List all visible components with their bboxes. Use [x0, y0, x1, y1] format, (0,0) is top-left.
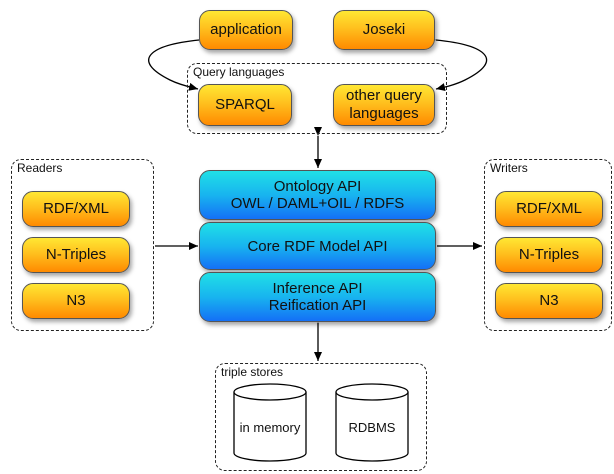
reader-ntriples-label: N-Triples [45, 246, 107, 263]
triple-stores-label: triple stores [221, 365, 284, 379]
application-query-arrow [148, 35, 209, 91]
rdbms-cylinder [335, 383, 409, 462]
writer-n3-label: N3 [539, 292, 559, 309]
in-memory-cylinder [233, 383, 307, 462]
inference-api-line1: Inference API [272, 280, 363, 297]
writer-ntriples-label: N-Triples [518, 246, 580, 263]
other-query-languages-line1: other query [346, 87, 422, 104]
writers-label: Writers [490, 161, 528, 175]
reader-rdfxml-box: RDF/XML [22, 191, 130, 227]
joseki-label: Joseki [362, 21, 406, 38]
application-box: application [199, 10, 293, 50]
reader-n3-label: N3 [66, 292, 86, 309]
writer-rdfxml-box: RDF/XML [495, 191, 603, 227]
writers-group: Writers [484, 159, 612, 331]
in-memory-label: in memory [239, 420, 301, 435]
readers-label: Readers [17, 161, 63, 175]
inference-api-line2: Reification API [268, 297, 367, 314]
application-label: application [210, 21, 282, 38]
ontology-api-box: Ontology API OWL / DAML+OIL / RDFS [199, 170, 436, 220]
triple-stores-group: triple stores [215, 363, 427, 471]
rdbms-label: RDBMS [348, 420, 396, 435]
joseki-query-arrow [426, 35, 488, 91]
inference-api-box: Inference API Reification API [199, 272, 436, 322]
writer-n3-box: N3 [495, 283, 603, 319]
core-rdf-model-api-box: Core RDF Model API [199, 222, 436, 270]
readers-group: Readers [11, 159, 154, 331]
query-languages-label: Query languages [193, 65, 285, 79]
sparql-box: SPARQL [198, 84, 292, 126]
other-query-languages-box: other query languages [333, 84, 435, 126]
ontology-api-line1: Ontology API [273, 178, 362, 195]
ontology-api-line2: OWL / DAML+OIL / RDFS [230, 195, 405, 212]
reader-ntriples-box: N-Triples [22, 237, 130, 273]
other-query-languages-line2: languages [349, 105, 419, 122]
writer-rdfxml-label: RDF/XML [516, 200, 582, 217]
reader-n3-box: N3 [22, 283, 130, 319]
query-languages-group: Query languages [187, 63, 447, 134]
sparql-label: SPARQL [215, 96, 275, 113]
reader-rdfxml-label: RDF/XML [43, 200, 109, 217]
writer-ntriples-box: N-Triples [495, 237, 603, 273]
joseki-box: Joseki [333, 10, 435, 50]
core-rdf-model-api-label: Core RDF Model API [247, 237, 388, 255]
